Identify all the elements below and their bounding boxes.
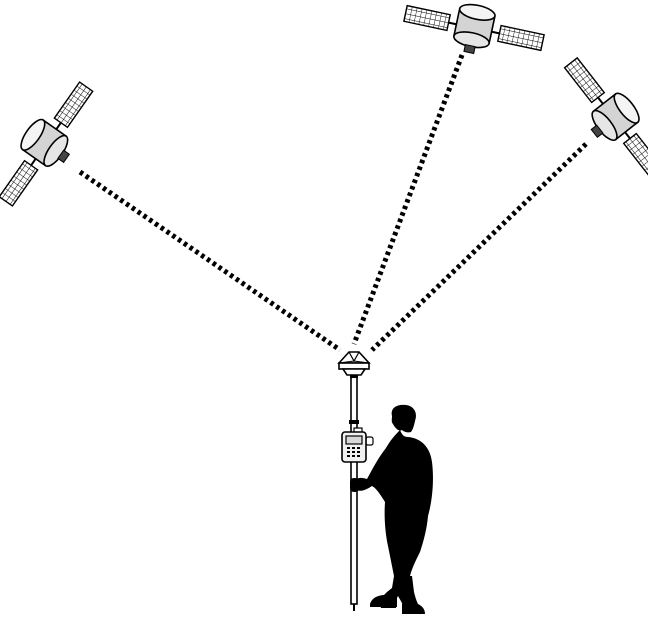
survey-pole-icon xyxy=(349,375,359,611)
satellite-left xyxy=(0,72,108,217)
satellite-icon xyxy=(550,47,648,190)
gnss-antenna-icon xyxy=(337,351,371,378)
satellite-top xyxy=(399,0,549,69)
surveyor-silhouette-icon xyxy=(350,404,433,614)
satellite-icon xyxy=(0,72,108,217)
satellite-icon xyxy=(399,0,549,69)
data-collector-icon xyxy=(341,427,374,463)
satellite-right xyxy=(550,47,648,190)
signal-lines xyxy=(78,54,588,353)
signal-line-right xyxy=(370,142,588,352)
signal-line-top xyxy=(351,54,465,345)
signal-line-left xyxy=(78,169,342,353)
